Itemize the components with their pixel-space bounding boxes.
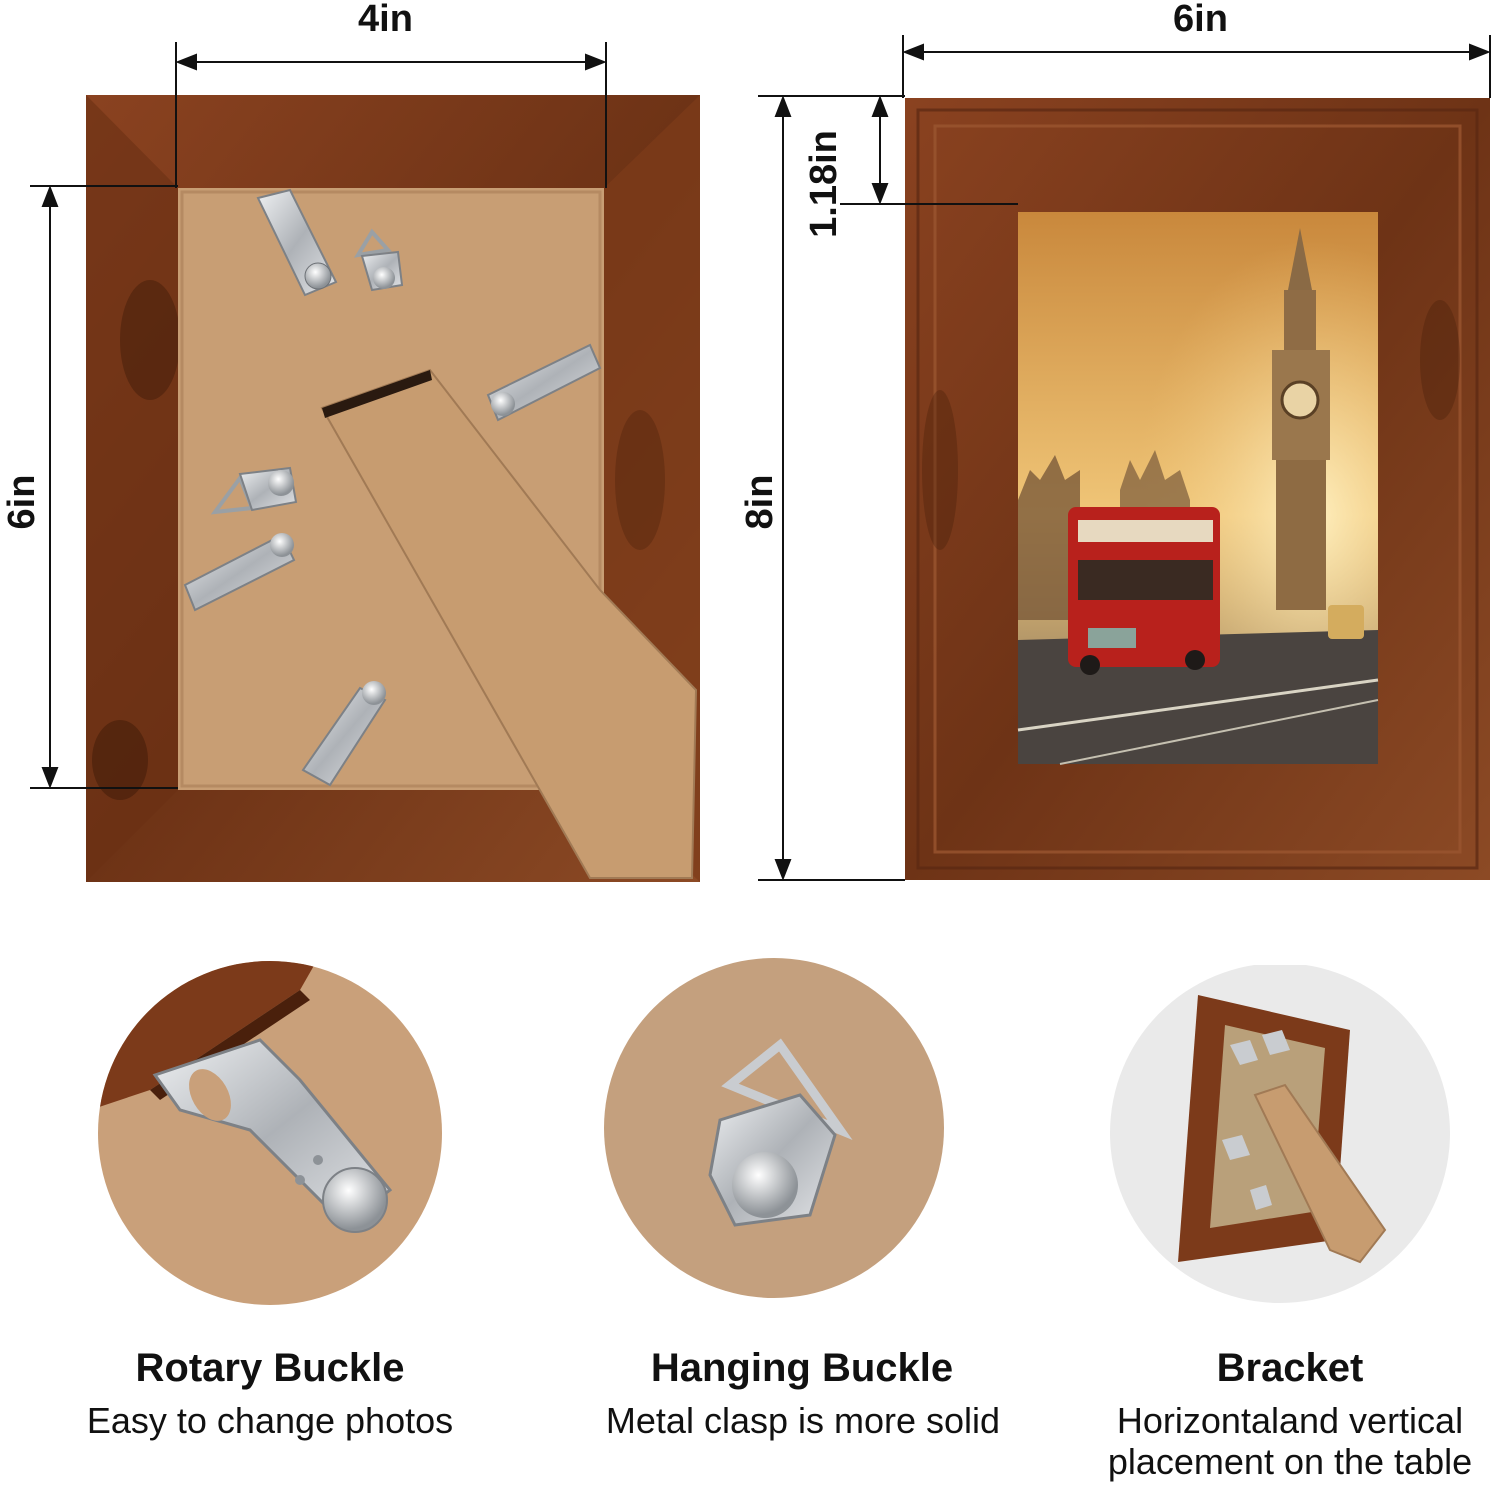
hanging-buckle-icon bbox=[210, 466, 298, 515]
frame-border-label: 1.18in bbox=[803, 130, 845, 238]
front-width-label: 6in bbox=[1173, 0, 1228, 40]
back-width-label: 4in bbox=[358, 0, 413, 40]
feature-title-hanging-buckle: Hanging Buckle bbox=[650, 1346, 954, 1390]
hanging-buckle-detail bbox=[604, 958, 944, 1298]
london-photo bbox=[1017, 212, 1379, 765]
front-dimension-lines bbox=[758, 35, 1491, 881]
big-ben-icon bbox=[1272, 228, 1330, 610]
rotary-buckle-icon bbox=[256, 188, 338, 297]
feature-desc-bracket: Horizontaland vertical placement on the … bbox=[1107, 1400, 1473, 1483]
bracket-detail bbox=[1110, 965, 1450, 1303]
bracket-stand-icon bbox=[320, 368, 698, 879]
back-frame bbox=[86, 95, 700, 882]
rotary-buckle-icon bbox=[183, 533, 296, 612]
front-frame bbox=[905, 98, 1490, 880]
hanging-buckle-icon bbox=[354, 228, 404, 292]
feature-title-rotary-buckle: Rotary Buckle bbox=[135, 1346, 405, 1390]
feature-title-bracket: Bracket bbox=[1216, 1346, 1364, 1390]
rotary-buckle-detail bbox=[98, 961, 442, 1305]
feature-desc-rotary-buckle: Easy to change photos bbox=[86, 1400, 454, 1441]
front-height-label: 8in bbox=[739, 474, 781, 530]
feature-desc-hanging-buckle: Metal clasp is more solid bbox=[605, 1400, 1001, 1441]
rotary-buckle-icon bbox=[301, 681, 387, 787]
back-dimension-lines bbox=[30, 42, 607, 789]
rotary-buckle-icon bbox=[486, 343, 602, 422]
double-decker-bus-icon bbox=[1068, 507, 1220, 675]
back-height-label: 6in bbox=[1, 474, 43, 530]
